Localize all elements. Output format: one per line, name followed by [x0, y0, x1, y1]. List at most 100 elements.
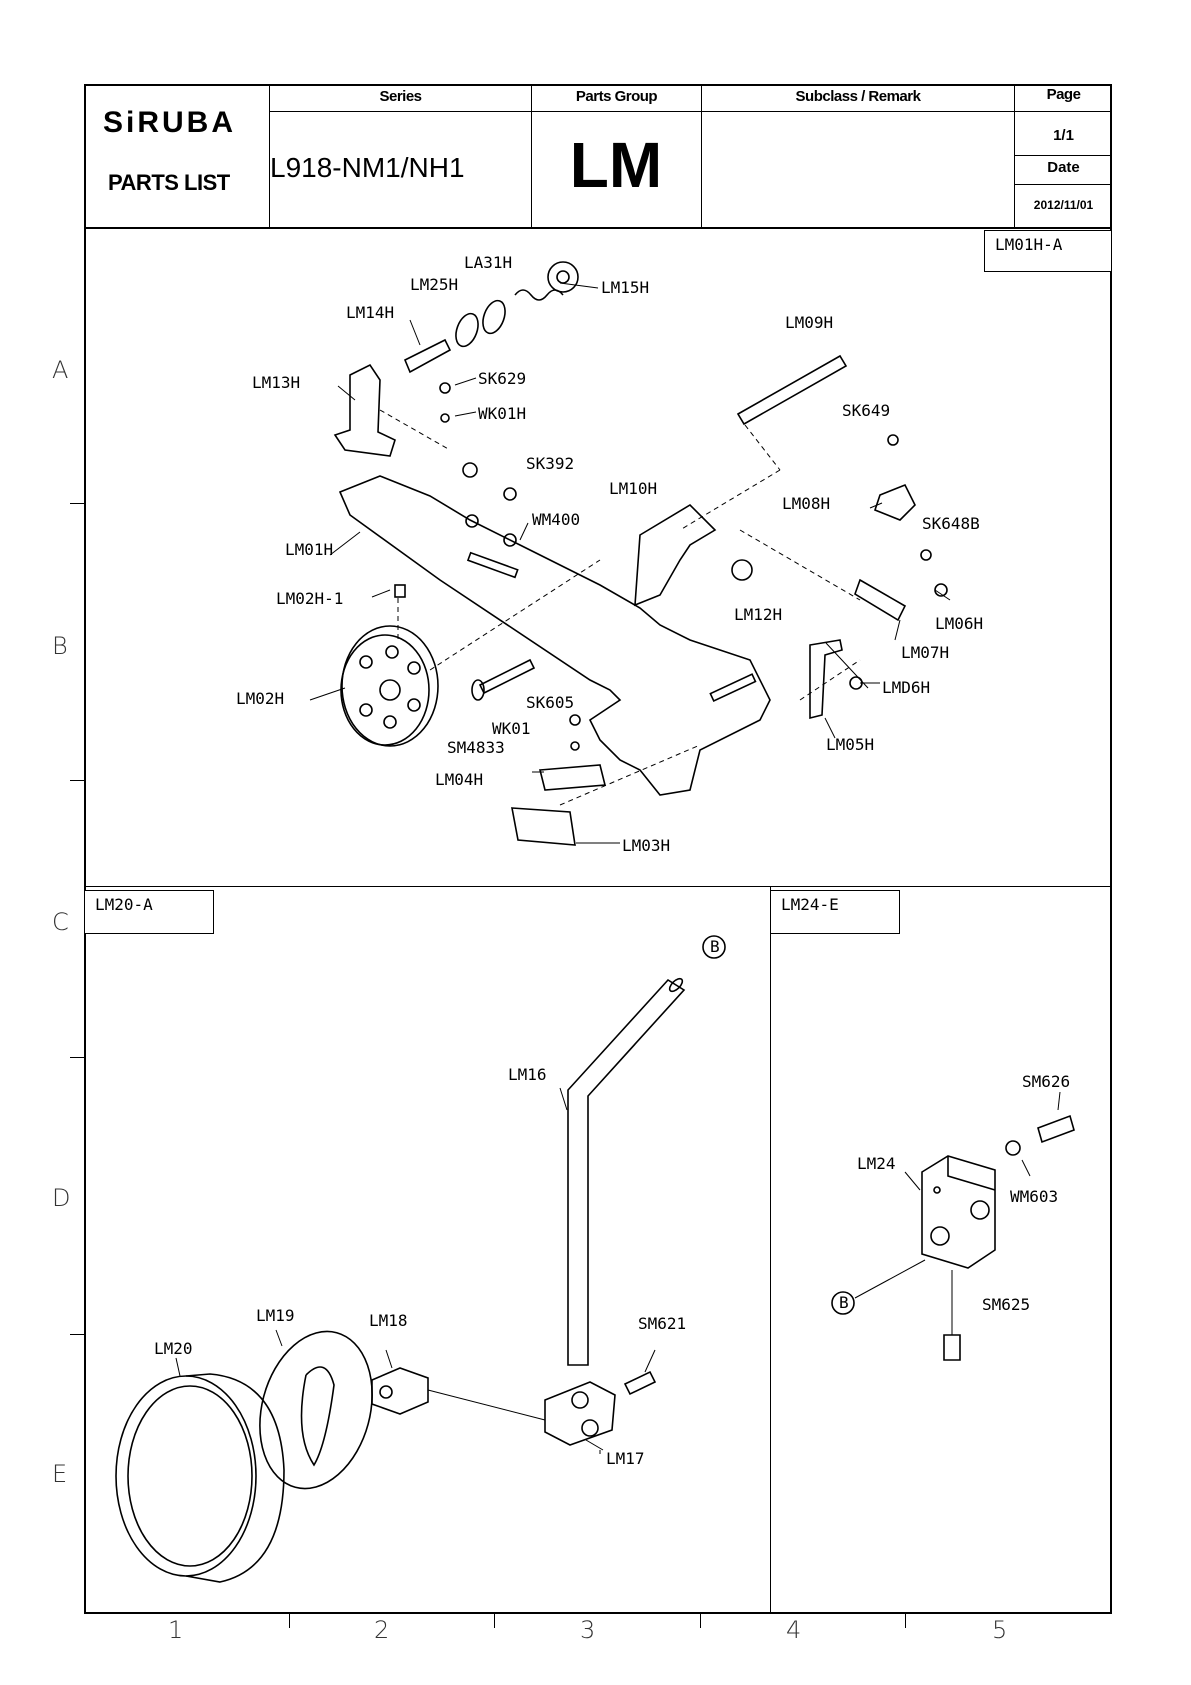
washer-wk01h	[440, 413, 450, 423]
hinge-lm04h	[538, 764, 607, 791]
part-label: SM625	[982, 1295, 1030, 1314]
part-label: WM603	[1010, 1187, 1058, 1206]
leader-lines	[175, 1087, 656, 1454]
part-label: LM15H	[601, 278, 649, 297]
screw-sm625	[943, 1334, 961, 1361]
washer-lm25h	[455, 312, 479, 348]
part-label: LM08H	[782, 494, 830, 513]
subclass-label: Subclass / Remark	[795, 88, 921, 105]
spring-la31h	[514, 289, 564, 301]
date-value: 2012/11/01	[1033, 198, 1094, 212]
section-label-top: LM01H-A	[984, 230, 1112, 272]
part-label: SK649	[842, 401, 890, 420]
bracket-slot	[709, 673, 757, 702]
ref-circle-b	[831, 1291, 855, 1315]
title-divider	[1014, 184, 1112, 185]
group-value: LM	[569, 129, 663, 201]
screw-sk605	[569, 714, 581, 726]
part-label: LMD6H	[882, 678, 930, 697]
section-label-bottom-left: LM20-A	[84, 890, 214, 934]
bracket-lm17	[544, 1381, 616, 1446]
bracket-plate	[338, 475, 771, 796]
part-label: LM04H	[435, 770, 483, 789]
column-tick	[494, 1614, 495, 1628]
row-tick	[70, 1057, 84, 1058]
ref-label: B	[710, 937, 720, 956]
washer-wm603	[1005, 1140, 1021, 1156]
part-label: LM17	[606, 1449, 645, 1468]
title-divider	[1014, 84, 1015, 228]
washer-lm25h	[482, 299, 506, 335]
part-label: SK629	[478, 369, 526, 388]
part-label: LM16	[508, 1065, 547, 1084]
section-label-bottom-right: LM24-E	[770, 890, 900, 934]
column-tick	[289, 1614, 290, 1628]
screw-sm626	[1037, 1114, 1075, 1144]
part-label: LM12H	[734, 605, 782, 624]
bracket-slot	[466, 551, 519, 579]
part-lm05h	[809, 639, 843, 720]
title-divider	[701, 84, 702, 228]
doc-type: PARTS LIST	[108, 170, 230, 195]
part-lm08h	[874, 483, 916, 521]
part-label: LM25H	[410, 275, 458, 294]
part-label: LM13H	[252, 373, 300, 392]
bracket-lm13h	[333, 363, 396, 457]
row-tick	[70, 780, 84, 781]
part-label: LM06H	[935, 614, 983, 633]
lever-lm10h	[634, 503, 717, 607]
leader-lines	[309, 282, 951, 844]
section-divider	[770, 886, 771, 1614]
shaft-lm09h	[736, 354, 848, 426]
title-divider	[84, 227, 1112, 229]
group-label: Parts Group	[575, 88, 658, 105]
column-tick	[905, 1614, 906, 1628]
title-divider	[269, 84, 270, 228]
series-label: Series	[379, 88, 422, 105]
spring-lm12h	[731, 559, 753, 581]
part-label: SM626	[1022, 1072, 1070, 1091]
part-label: LM20	[154, 1339, 193, 1358]
part-label: SK605	[526, 693, 574, 712]
ref-circle-b	[702, 935, 726, 959]
title-divider	[269, 111, 1112, 112]
screw-sm621	[623, 1370, 657, 1396]
setscrew-lm02h-1	[394, 584, 406, 598]
screw-sm4833	[478, 658, 536, 695]
page-value: 1/1	[1053, 127, 1074, 144]
part-label: LM19	[256, 1306, 295, 1325]
part-label: LM18	[369, 1311, 408, 1330]
row-label: C	[52, 908, 69, 936]
block-lm24	[921, 1155, 996, 1269]
column-tick	[700, 1614, 701, 1628]
part-label: LM01H	[285, 540, 333, 559]
section-divider	[84, 886, 1112, 887]
part-label: LM02H-1	[276, 589, 343, 608]
ref-label: B	[839, 1293, 849, 1312]
part-label: LA31H	[464, 253, 512, 272]
part-label: WK01H	[478, 404, 526, 423]
part-label: WM400	[532, 510, 580, 529]
link-lm07h	[854, 578, 907, 622]
date-label: Date	[1047, 159, 1080, 176]
part-label: SK648B	[922, 514, 980, 533]
part-label: SM4833	[447, 738, 505, 757]
column-label: 1	[168, 1616, 184, 1644]
part-label: SM621	[638, 1314, 686, 1333]
disc-lm19	[259, 1330, 373, 1490]
title-divider	[531, 84, 532, 228]
part-label: WK01	[492, 719, 531, 738]
pulley-lm02h	[341, 625, 439, 747]
screw-sk649	[887, 434, 899, 446]
row-label: D	[52, 1184, 71, 1212]
column-label: 4	[786, 1616, 802, 1644]
drum-lm20	[115, 1375, 257, 1577]
series-value: L918-NM1/NH1	[270, 152, 465, 183]
assembly-lines	[379, 409, 861, 806]
part-label: LM10H	[609, 479, 657, 498]
block-lm03h	[511, 807, 576, 846]
leader-lines	[854, 1091, 1061, 1335]
screw-sk629	[439, 382, 451, 394]
drawing-frame	[84, 84, 1112, 1614]
